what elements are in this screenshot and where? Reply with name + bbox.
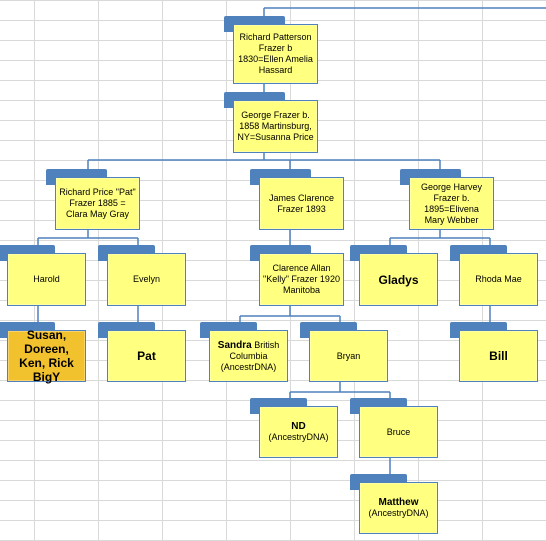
sandra-name: Sandra [217,339,252,351]
node-matthew[interactable]: Matthew (AncestryDNA) [350,474,438,534]
node-george-harvey[interactable]: George Harvey Frazer b. 1895=Elivena Mar… [400,169,494,230]
node-label: Bruce [359,406,438,458]
node-james-clarence[interactable]: James Clarence Frazer 1893 [250,169,344,230]
nd-name: ND [291,421,306,432]
node-sandra[interactable]: Sandra British Columbia (AncestrDNA) [200,322,288,382]
node-label: Bryan [309,330,388,382]
node-pat[interactable]: Pat [98,322,186,382]
sandra-place: British Columbia [229,339,280,361]
node-gladys[interactable]: Gladys [350,245,438,306]
node-label: Bill [459,330,538,382]
node-richard-patterson[interactable]: Richard Patterson Frazer b 1830=Ellen Am… [224,16,318,84]
node-label: Susan, Doreen, Ken, Rick BigY [7,328,86,384]
node-label: George Frazer b. 1858 Martinsburg, NY=Su… [233,100,318,153]
node-george-frazer[interactable]: George Frazer b. 1858 Martinsburg, NY=Su… [224,92,318,153]
node-clarence-allan[interactable]: Clarence Allan "Kelly" Frazer 1920 Manit… [250,245,344,306]
node-label: Gladys [359,253,438,306]
node-label: Evelyn [107,253,186,306]
node-label: George Harvey Frazer b. 1895=Elivena Mar… [409,177,494,230]
node-label: Rhoda Mae [459,253,538,306]
node-rhoda-mae[interactable]: Rhoda Mae [450,245,538,306]
sandra-dna: (AncestrDNA) [220,361,277,372]
node-bryan[interactable]: Bryan [300,322,388,382]
node-label: Harold [7,253,86,306]
node-harold[interactable]: Harold [0,245,86,306]
nd-dna: (AncestryDNA) [268,432,329,442]
matthew-name: Matthew [378,497,419,508]
node-susan-doreen-ken-rick[interactable]: Susan, Doreen, Ken, Rick BigY [0,322,86,384]
node-label: Matthew (AncestryDNA) [359,482,438,534]
node-label: Pat [107,330,186,382]
node-label: Clarence Allan "Kelly" Frazer 1920 Manit… [259,253,344,306]
node-label: James Clarence Frazer 1893 [259,177,344,230]
node-evelyn[interactable]: Evelyn [98,245,186,306]
matthew-dna: (AncestryDNA) [368,508,429,518]
node-label: Richard Price "Pat" Frazer 1885 = Clara … [55,177,140,230]
node-bill[interactable]: Bill [450,322,538,382]
node-label: ND (AncestryDNA) [259,406,338,458]
node-label: Sandra British Columbia (AncestrDNA) [209,330,288,382]
node-nd[interactable]: ND (AncestryDNA) [250,398,338,458]
node-label: Richard Patterson Frazer b 1830=Ellen Am… [233,24,318,84]
node-bruce[interactable]: Bruce [350,398,438,458]
node-richard-price[interactable]: Richard Price "Pat" Frazer 1885 = Clara … [46,169,140,230]
